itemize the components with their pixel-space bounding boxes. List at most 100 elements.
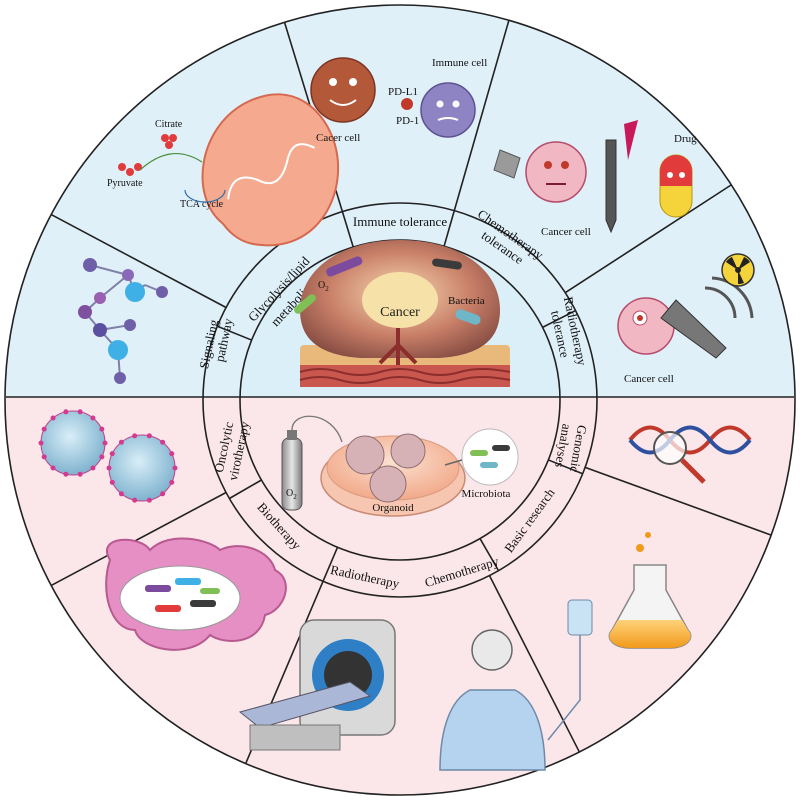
virus-spike bbox=[118, 491, 124, 497]
virus-spike bbox=[109, 479, 115, 485]
virus-spike bbox=[146, 433, 152, 439]
mri-bed bbox=[238, 681, 372, 729]
oxygen-tank bbox=[281, 437, 303, 511]
outer-spoke bbox=[584, 466, 772, 536]
bacterium-dark bbox=[432, 258, 462, 270]
outer-spoke bbox=[50, 491, 227, 587]
virus-spike bbox=[172, 465, 178, 471]
pyruvate-label: Pyruvate bbox=[107, 178, 143, 189]
oncolytic-virus-illustration bbox=[38, 409, 178, 503]
virus-spike bbox=[146, 497, 152, 503]
virus-spike bbox=[90, 465, 96, 471]
dna-illustration bbox=[628, 425, 752, 484]
pd-l1-label: PD-L1 bbox=[388, 86, 418, 98]
virus-spike bbox=[77, 471, 83, 477]
microbiota-circle bbox=[461, 428, 519, 486]
shield-blade bbox=[605, 139, 617, 234]
oxygen-tube bbox=[291, 415, 343, 443]
bacterium-green bbox=[294, 294, 316, 314]
virus-spike bbox=[102, 440, 108, 446]
ring-spoke bbox=[217, 325, 252, 341]
ring-spoke bbox=[341, 211, 354, 248]
microbe-2 bbox=[492, 445, 510, 451]
outer-ring-bottom-half bbox=[5, 397, 795, 795]
o2-tank-label: O2 bbox=[286, 488, 297, 501]
ring-spoke bbox=[479, 538, 500, 572]
ring-spoke bbox=[322, 546, 339, 582]
label-ring-spokes bbox=[217, 210, 583, 582]
dna-strand-1 bbox=[628, 425, 752, 455]
cancer-cell-chemo bbox=[525, 141, 587, 203]
flask-illustration bbox=[608, 532, 692, 649]
dna-strand-2 bbox=[628, 425, 752, 455]
immune-illustration: Immune cell PD-L1 PD-1 Cacer cell bbox=[310, 57, 487, 144]
outer-circle bbox=[4, 4, 796, 796]
immune-cell-label: Immune cell bbox=[432, 57, 487, 69]
immune-cell-face bbox=[420, 82, 476, 138]
virus-spike bbox=[169, 451, 175, 457]
outer-ring-top-half bbox=[5, 5, 795, 397]
bacteria-label: Bacteria bbox=[448, 295, 485, 307]
drug-arrow bbox=[624, 120, 638, 160]
mitochondria-illustration: Citrate Pyruvate TCA cycle bbox=[107, 93, 340, 247]
organoid-2 bbox=[390, 433, 426, 469]
tumor-vessel bbox=[378, 328, 418, 365]
tumor-core bbox=[362, 272, 438, 328]
cancer-cell-chemo-label: Cancer cell bbox=[541, 226, 591, 238]
outer-spoke bbox=[453, 20, 510, 211]
label-immune-tolerance: Immune tolerance bbox=[353, 214, 447, 229]
tca-cycle-arrow bbox=[184, 189, 226, 203]
cristae bbox=[227, 143, 316, 200]
cancer-cell-radio bbox=[617, 297, 675, 355]
virus-2 bbox=[108, 434, 176, 502]
flask-liquid bbox=[609, 620, 691, 649]
patient-head bbox=[471, 629, 513, 671]
outer-spoke bbox=[50, 213, 227, 309]
organoid-3 bbox=[369, 465, 407, 503]
tank-valve bbox=[287, 430, 297, 440]
organoid-label: Organoid bbox=[372, 502, 414, 514]
virus-1 bbox=[40, 410, 106, 476]
magnifier-icon bbox=[653, 431, 687, 465]
virus-spike bbox=[41, 426, 47, 432]
microbes-oval bbox=[119, 565, 241, 631]
bacterium-blue bbox=[455, 309, 481, 325]
ring-spoke bbox=[548, 459, 583, 475]
cancer-cell-face bbox=[310, 57, 376, 123]
mri-base bbox=[249, 724, 341, 751]
iv-bag bbox=[567, 599, 593, 636]
outer-spoke bbox=[564, 184, 732, 294]
patient-gown bbox=[439, 689, 546, 771]
tca-cycle-label: TCA cycle bbox=[180, 199, 224, 210]
cancer-label: Cancer bbox=[380, 305, 420, 320]
microbe-3 bbox=[480, 462, 498, 468]
virus-spike bbox=[77, 409, 83, 415]
intestine-illustration bbox=[105, 537, 287, 651]
virus-spike bbox=[50, 465, 56, 471]
label-ring bbox=[202, 202, 598, 598]
sword-icon bbox=[493, 149, 521, 179]
virus-spike bbox=[132, 497, 138, 503]
iv-line bbox=[547, 635, 581, 741]
virus-spike bbox=[90, 415, 96, 421]
arrow-microbiota bbox=[444, 459, 463, 466]
virus-spike bbox=[169, 479, 175, 485]
virus-spike bbox=[109, 451, 115, 457]
bacterium-purple bbox=[326, 256, 363, 277]
pyruvate-arrow bbox=[139, 153, 203, 171]
shield-radio bbox=[660, 299, 727, 359]
virus-spike bbox=[160, 491, 166, 497]
cancer-tissue-illustration: Cancer O2 Bacteria bbox=[294, 240, 511, 387]
virus-spike bbox=[106, 465, 112, 471]
citrate-label: Citrate bbox=[155, 119, 183, 130]
radio-tolerance-illustration: Cancer cell bbox=[617, 253, 755, 385]
virus-spike bbox=[99, 426, 105, 432]
virus-spike bbox=[118, 439, 124, 445]
virus-spike bbox=[99, 454, 105, 460]
ring-spoke bbox=[228, 479, 262, 500]
ring-spoke bbox=[542, 309, 576, 329]
drug-label: Drug bbox=[674, 133, 697, 145]
virus-spike bbox=[132, 433, 138, 439]
signaling-pathway-illustration bbox=[78, 258, 168, 384]
